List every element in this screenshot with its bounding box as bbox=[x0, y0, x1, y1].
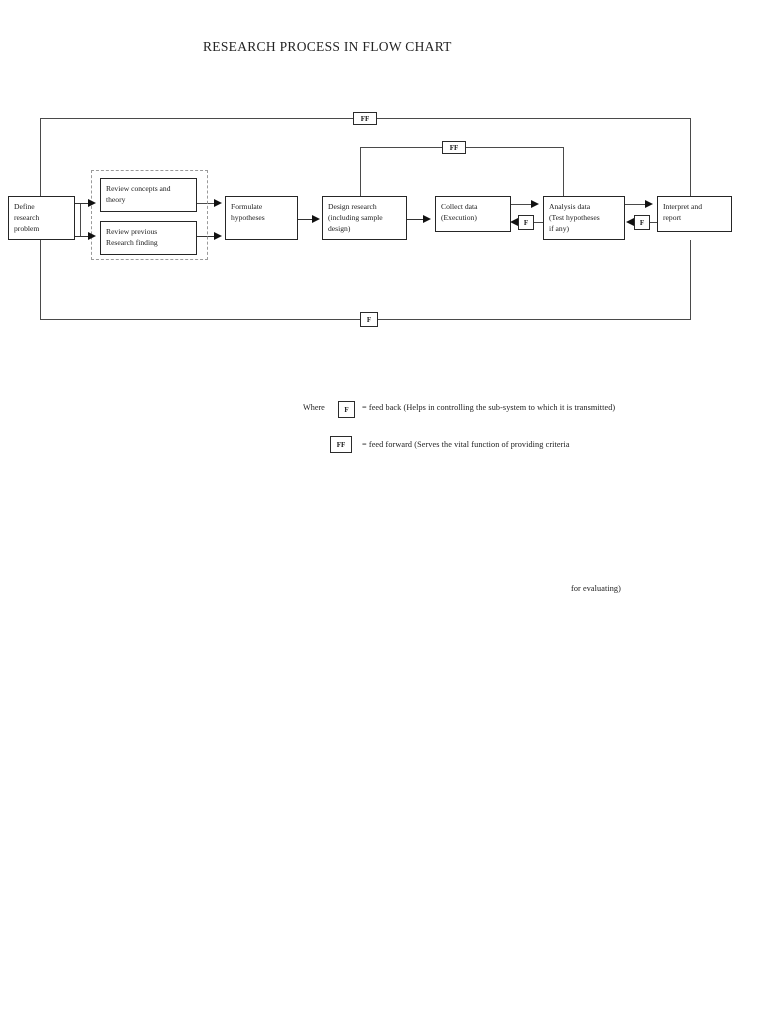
arrowhead-to-design-research bbox=[312, 214, 320, 223]
legend-where-label: Where bbox=[303, 403, 325, 412]
arrowhead-to-analysis-data bbox=[531, 199, 539, 208]
connector-mid-horizontal-left bbox=[360, 147, 442, 149]
legend-feedforward-continued: for evaluating) bbox=[571, 584, 621, 593]
arrowhead-to-review-concepts bbox=[88, 198, 96, 207]
node-line: Research finding bbox=[106, 238, 158, 247]
node-analysis-data[interactable]: Analysis data (Test hypotheses if any) bbox=[543, 196, 625, 240]
node-collect-data[interactable]: Collect data (Execution) bbox=[435, 196, 511, 232]
connector-review-previous-to-formulate bbox=[197, 236, 214, 238]
node-line: problem bbox=[14, 224, 40, 233]
marker-f-bottom: F bbox=[360, 312, 378, 327]
legend-feedforward-description: = feed forward (Serves the vital functio… bbox=[362, 440, 570, 449]
node-line: research bbox=[14, 213, 40, 222]
node-line: Analysis data bbox=[549, 202, 591, 211]
node-line: hypotheses bbox=[231, 213, 265, 222]
node-formulate-hypotheses[interactable]: Formulate hypotheses bbox=[225, 196, 298, 240]
legend-feedback-description: = feed back (Helps in controlling the su… bbox=[362, 403, 616, 412]
arrowhead-feedback-to-collect-data bbox=[510, 217, 518, 226]
connector-formulate-to-design bbox=[298, 219, 312, 221]
marker-ff-top: FF bbox=[353, 112, 377, 125]
connector-right-vertical-upper bbox=[690, 118, 692, 196]
node-line: theory bbox=[106, 195, 126, 204]
marker-ff-mid: FF bbox=[442, 141, 466, 154]
arrowhead-to-review-previous bbox=[88, 231, 96, 240]
node-review-concepts-and-theory[interactable]: Review concepts and theory bbox=[100, 178, 197, 212]
node-line: report bbox=[663, 213, 682, 222]
connector-define-branch-vertical bbox=[80, 203, 82, 236]
node-line: Design research bbox=[328, 202, 377, 211]
node-interpret-and-report[interactable]: Interpret and report bbox=[657, 196, 732, 232]
node-line: (Execution) bbox=[441, 213, 477, 222]
connector-right-vertical-lower bbox=[690, 240, 692, 320]
node-define-research-problem[interactable]: Define research problem bbox=[8, 196, 75, 240]
connector-bottom-horizontal-right bbox=[378, 319, 691, 321]
marker-f-analysis-feedback: F bbox=[634, 215, 650, 230]
node-line: Review previous bbox=[106, 227, 158, 236]
node-line: (including sample bbox=[328, 213, 383, 222]
connector-review-concepts-to-formulate bbox=[197, 203, 214, 205]
connector-define-to-review-concepts bbox=[75, 203, 88, 205]
page-title: RESEARCH PROCESS IN FLOW CHART bbox=[203, 39, 452, 54]
node-design-research[interactable]: Design research (including sample design… bbox=[322, 196, 407, 240]
connector-analysis-feedback-to-f bbox=[534, 222, 543, 224]
arrowhead-to-interpret-report bbox=[645, 199, 653, 208]
review-group-dashed-container bbox=[91, 170, 208, 260]
node-review-previous-research-finding[interactable]: Review previous Research finding bbox=[100, 221, 197, 255]
node-line: Collect data bbox=[441, 202, 478, 211]
connector-collect-to-analysis bbox=[511, 204, 531, 206]
node-line: (Test hypotheses bbox=[549, 213, 600, 222]
arrowhead-to-formulate-lower bbox=[214, 231, 222, 240]
legend-marker-f: F bbox=[338, 401, 355, 418]
connector-design-to-collect bbox=[407, 219, 423, 221]
connector-bottom-horizontal-left bbox=[40, 319, 360, 321]
node-line: if any) bbox=[549, 224, 570, 233]
arrowhead-feedback-to-analysis-data bbox=[626, 217, 634, 226]
node-line: Define bbox=[14, 202, 35, 211]
connector-top-horizontal-right bbox=[377, 118, 690, 120]
connector-top-horizontal-left bbox=[40, 118, 353, 120]
node-line: Formulate bbox=[231, 202, 263, 211]
connector-analysis-to-interpret bbox=[625, 204, 645, 206]
node-line: Review concepts and bbox=[106, 184, 171, 193]
marker-f-collect-feedback: F bbox=[518, 215, 534, 230]
connector-interpret-feedback-to-f bbox=[650, 222, 658, 224]
legend-marker-ff: FF bbox=[330, 436, 352, 453]
connector-mid-vertical-right bbox=[563, 147, 565, 196]
node-line: Interpret and bbox=[663, 202, 703, 211]
connector-mid-vertical-left bbox=[360, 147, 362, 196]
connector-left-vertical-lower bbox=[40, 240, 42, 320]
connector-left-vertical-upper bbox=[40, 118, 42, 196]
connector-mid-horizontal-right bbox=[466, 147, 564, 149]
connector-define-to-review-previous bbox=[75, 236, 88, 238]
node-line: design) bbox=[328, 224, 351, 233]
arrowhead-to-collect-data bbox=[423, 214, 431, 223]
arrowhead-to-formulate-upper bbox=[214, 198, 222, 207]
